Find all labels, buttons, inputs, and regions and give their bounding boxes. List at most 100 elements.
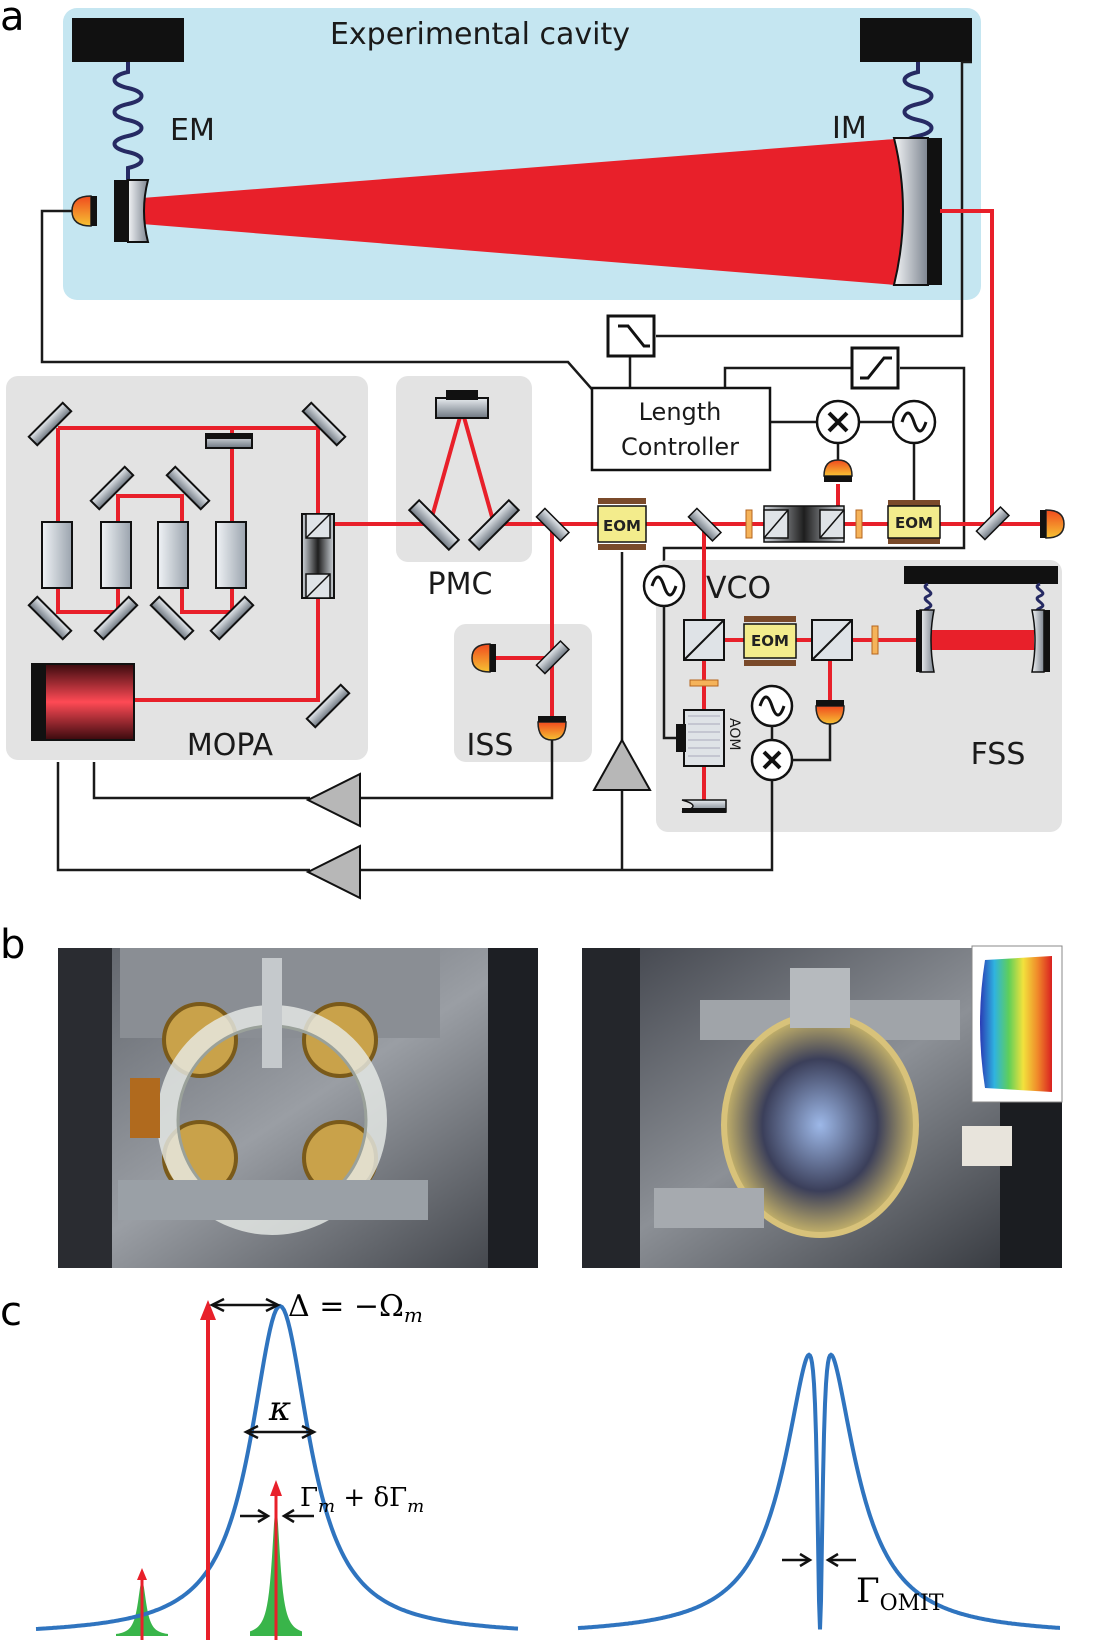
cavity-photodetector-left-base — [91, 196, 97, 226]
amplifier-vertical — [592, 737, 652, 791]
spectrum-right: ΓOMIT — [577, 1352, 1060, 1631]
fss-cavity-spacer — [904, 566, 1058, 584]
omit-arrow-left-head — [799, 1552, 813, 1568]
em-mirror — [127, 179, 150, 243]
fss-mirror-right-coating — [1044, 610, 1050, 672]
amplifier-rod-3 — [157, 521, 189, 589]
wire-mixer-out — [360, 780, 774, 872]
wire-amp2-mopa — [56, 762, 310, 872]
aom-lines — [688, 715, 720, 757]
main-isolator-cube-l-diag — [763, 509, 789, 539]
lc-photodetector-base — [824, 476, 852, 482]
mopa-mirrors — [27, 401, 351, 729]
im-mount — [860, 18, 972, 62]
fss-wires — [56, 552, 832, 872]
pmc-label: PMC — [428, 567, 493, 602]
em-spring — [112, 62, 144, 180]
fss-waveplate-vert — [689, 679, 719, 687]
iss-label: ISS — [467, 728, 514, 763]
pickoff-output — [975, 505, 1011, 541]
highpass-filter-icon — [860, 356, 892, 380]
wire-det-mixer — [792, 724, 832, 762]
delta-label: Δ = −Ωm — [288, 1289, 423, 1327]
iss-splitter — [535, 639, 571, 675]
pmc-mirror-left — [407, 498, 461, 552]
fss-pbs-2-diag — [811, 619, 853, 661]
fss-mirror-left-coating — [916, 610, 922, 672]
aom-mirror-coating — [682, 808, 726, 813]
amplifier-rod-1 — [41, 521, 73, 589]
eom-main-label: EOM — [603, 517, 641, 535]
mixer-lc-icon — [827, 411, 849, 433]
lowpass-filter-icon — [618, 324, 650, 348]
wire-lc-highpass — [723, 366, 852, 388]
panel-label-b: b — [0, 922, 25, 968]
main-isolator-cube-r-diag — [819, 509, 845, 539]
carrier-arrow-head — [200, 1300, 216, 1320]
fss-photodetector-base — [816, 700, 844, 706]
fss-photodetector — [815, 705, 845, 725]
delta-arrow-head-r — [265, 1297, 281, 1313]
mopa-top-mirror-coating — [206, 434, 252, 439]
mopa-mirror-tl — [27, 401, 73, 447]
photo-left — [58, 948, 538, 1268]
sideband-arrow-2-head — [270, 1480, 282, 1496]
mopa-mirror-bm2 — [149, 595, 195, 641]
aom — [683, 709, 725, 767]
im-spring — [902, 62, 934, 154]
wire-im-loop — [656, 60, 972, 338]
amplifier-rod-4 — [215, 521, 247, 589]
fss-mirror-right — [1031, 609, 1045, 673]
mopa-mirror-tr — [301, 401, 347, 447]
wire-iss-amp — [360, 740, 554, 800]
fss-pbs-1-diag — [683, 619, 725, 661]
control-wires — [40, 60, 972, 565]
omit-arrow-right-head — [825, 1552, 839, 1568]
sideband-arrow-1-head — [137, 1568, 147, 1580]
spectrum-left: Δ = −Ωm κ Γm + δΓm — [35, 1289, 519, 1640]
fss-mixer-icon — [762, 750, 782, 770]
omit-label: ΓOMIT — [856, 1571, 944, 1616]
panel-label-c: c — [0, 1289, 22, 1335]
waveplate-1 — [745, 509, 753, 539]
gamma-arrow-left-head — [257, 1508, 271, 1524]
aom-label: AOM — [726, 718, 742, 750]
mopa-isolator-cube-top-diag — [305, 513, 331, 539]
mopa-mirror-ml1 — [89, 465, 135, 511]
pmc-top-mirror-mount — [446, 390, 478, 400]
vco-label: VCO — [706, 571, 771, 606]
delta-arrow-head-l — [209, 1297, 225, 1313]
pmc-mirror-right — [467, 498, 521, 552]
iss-photodetector-1 — [471, 643, 491, 673]
em-label: EM — [170, 113, 215, 148]
amplifier-fss — [305, 844, 361, 900]
im-label: IM — [832, 111, 867, 146]
lowpass-filter — [606, 314, 656, 358]
experimental-cavity-label: Experimental cavity — [330, 17, 630, 52]
em-mount — [72, 18, 184, 62]
kappa-arrow-head-l — [243, 1424, 259, 1440]
wire-amp1-mopa — [92, 762, 310, 800]
amplifier-rod-2 — [100, 521, 132, 589]
mopa-isolator-cube-bottom-diag — [305, 573, 331, 599]
mopa-mirror-ml2 — [165, 465, 211, 511]
mopa-mirror-br — [305, 683, 351, 729]
eom-fss: EOM — [743, 616, 797, 666]
spectrum-right-curve — [577, 1352, 1060, 1631]
mode-shape-inset — [971, 945, 1063, 1103]
wire-vco-aom — [662, 606, 676, 740]
beam-mopa-left — [56, 428, 234, 614]
beam-to-im — [940, 209, 1040, 526]
pmc-top-mirror — [435, 397, 489, 419]
gamma-label: Γm + δΓm — [300, 1483, 424, 1517]
oscillator-lc-icon — [900, 411, 928, 433]
aom-transducer — [676, 724, 686, 752]
length-controller-label-2: Controller — [621, 433, 739, 461]
kappa-arrow-head-r — [301, 1424, 317, 1440]
iss-photodetector-2-base — [538, 716, 566, 722]
fss-mirror-left — [919, 609, 935, 673]
cavity-beam-main — [142, 138, 917, 286]
cavity-photodetector-left — [71, 195, 92, 227]
length-controller-box — [590, 386, 772, 472]
